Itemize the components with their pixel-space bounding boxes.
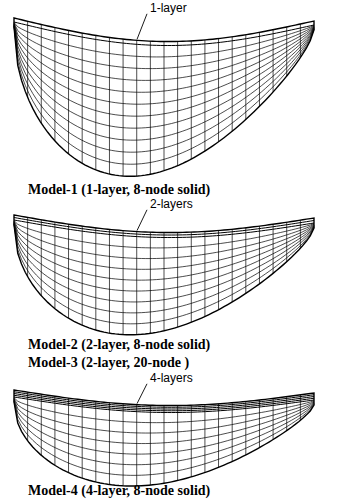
mesh-line [95, 228, 96, 330]
mesh-line [27, 21, 28, 97]
mesh-line [54, 28, 55, 141]
mesh-line [123, 39, 124, 176]
mesh-line [164, 233, 165, 331]
model-caption: Model-1 (1-layer, 8-node solid) [28, 182, 210, 198]
mesh-outline [14, 18, 314, 176]
mesh-line [204, 231, 205, 316]
layer-line [14, 394, 314, 410]
mesh-line [41, 220, 42, 296]
layer-line [14, 395, 314, 411]
model-caption: Model-2 (2-layer, 8-node solid) [28, 337, 210, 353]
layer-callout: 2-layers [150, 198, 193, 212]
mesh-line [54, 222, 55, 309]
model-caption: Model-4 (4-layer, 8-node solid) [28, 483, 210, 499]
mesh-line [82, 226, 83, 325]
layer-callout: 1-layer [150, 2, 187, 16]
mesh-line [300, 24, 301, 58]
mesh-line [136, 405, 137, 486]
mesh-line [232, 37, 233, 131]
mesh-line [191, 232, 192, 322]
mesh-line [41, 24, 42, 123]
mesh-line [68, 398, 69, 473]
mesh-line [150, 405, 151, 485]
mesh-line [41, 394, 42, 455]
mesh-line [136, 232, 137, 335]
mesh-line [109, 403, 110, 485]
mesh-line [204, 40, 205, 151]
mesh-line [150, 232, 151, 333]
mesh-line [177, 232, 178, 327]
mesh-line [191, 41, 192, 159]
mesh-line [218, 231, 219, 310]
mesh [14, 390, 314, 486]
mesh-line [27, 217, 28, 276]
mesh-line [82, 400, 83, 478]
mesh-line [245, 35, 246, 120]
mesh-line [54, 396, 55, 465]
mesh-line [300, 220, 301, 248]
mesh-line [177, 405, 178, 480]
mesh-line [123, 404, 124, 486]
mesh-line [218, 39, 219, 142]
layer-callout: 4-layers [150, 372, 193, 386]
model-caption: Model-3 (2-layer, 20-node ) [28, 355, 189, 371]
leader-line [137, 384, 147, 404]
mesh-line [273, 398, 274, 439]
mesh [14, 215, 314, 335]
mesh-line [95, 35, 96, 169]
mesh-line [109, 229, 110, 333]
mesh-line [191, 405, 192, 477]
mesh-line [164, 406, 165, 484]
mesh-line [164, 42, 165, 171]
mesh-line [68, 30, 69, 153]
mesh [14, 18, 314, 176]
mesh-line [273, 30, 274, 92]
mesh-line [150, 41, 151, 174]
mesh-line [218, 404, 219, 468]
mesh-line [123, 231, 124, 335]
mesh-line [286, 27, 287, 76]
mesh-line [232, 229, 233, 302]
mesh-line [259, 226, 260, 284]
mesh-line [232, 403, 233, 462]
mesh-line [259, 32, 260, 106]
mesh-outline [14, 390, 314, 486]
mesh-line [136, 40, 137, 176]
mesh-line [286, 222, 287, 261]
mesh-line [245, 228, 246, 294]
mesh-line [82, 33, 83, 163]
mesh-line [95, 401, 96, 482]
leader-line [137, 210, 147, 231]
mesh-line [68, 224, 69, 318]
leader-line [137, 14, 147, 40]
mesh-outline [14, 215, 314, 335]
mesh-line [204, 405, 205, 473]
mesh-line [177, 41, 178, 165]
mesh-line [273, 224, 274, 273]
mesh-line [245, 401, 246, 454]
mesh-line [109, 37, 110, 174]
